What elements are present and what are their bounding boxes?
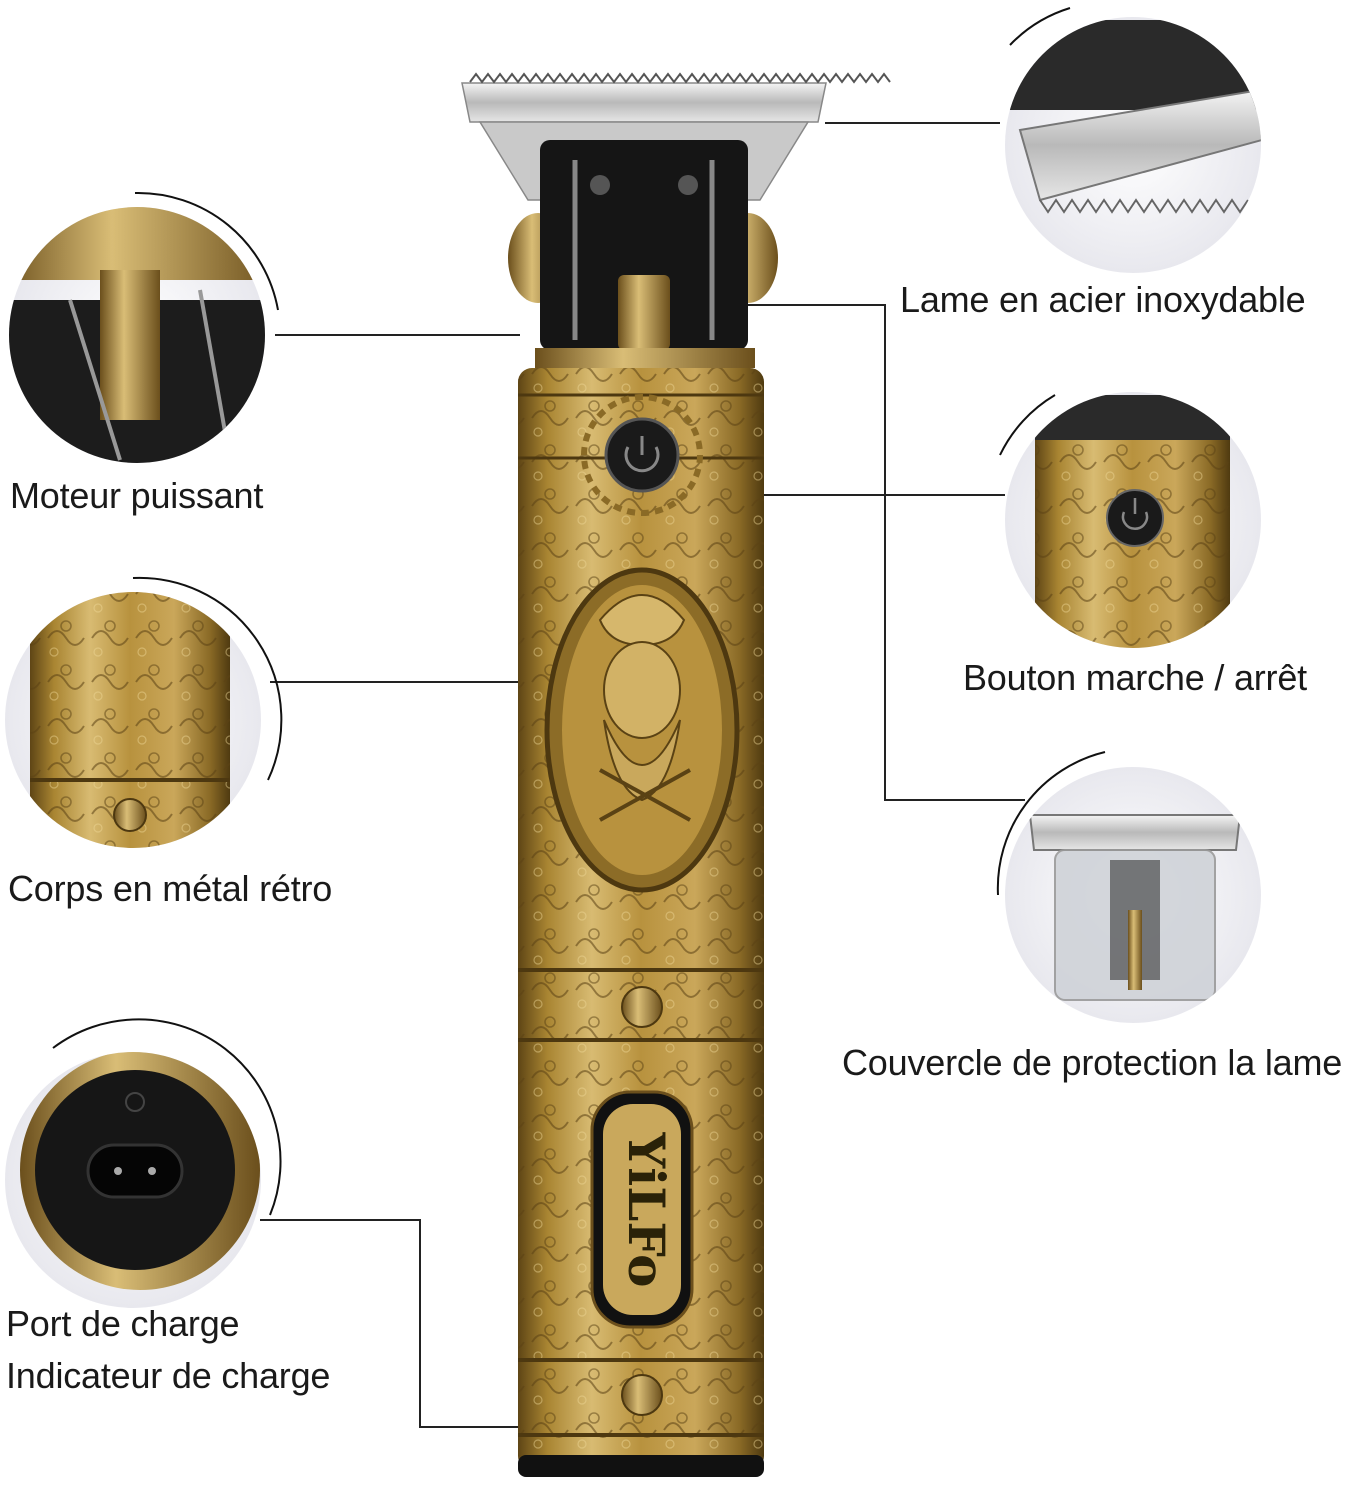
label-charging-port-line1: Port de charge xyxy=(6,1303,240,1344)
label-charging-port: Port de charge Indicateur de charge xyxy=(6,1298,330,1402)
label-blade-cover: Couvercle de protection la lame xyxy=(842,1037,1342,1089)
label-retro-body-text: Corps en métal rétro xyxy=(8,868,333,909)
motor-detail-image xyxy=(9,207,265,463)
label-charging-port-line2: Indicateur de charge xyxy=(6,1355,331,1397)
label-power-button: Bouton marche / arrêt xyxy=(963,652,1307,704)
button-detail-image xyxy=(1005,392,1261,648)
cover-detail-image xyxy=(1005,767,1261,1023)
brand-plate: YiLFo xyxy=(590,1090,694,1329)
trimmer: YiLFo xyxy=(461,72,891,1477)
barber-medallion xyxy=(544,567,740,893)
body-detail-image xyxy=(5,592,261,848)
label-powerful-motor-text: Moteur puissant xyxy=(10,475,264,516)
port-detail-image xyxy=(5,1052,261,1308)
callout-arcs xyxy=(52,7,1106,1216)
brand-logo: YiLFo xyxy=(617,1131,676,1287)
power-button xyxy=(581,394,703,516)
label-blade-cover-text: Couvercle de protection la lame xyxy=(842,1042,1343,1083)
label-stainless-blade-text: Lame en acier inoxydable xyxy=(900,279,1306,320)
head-mechanism xyxy=(508,140,778,368)
callout-lines xyxy=(260,122,1025,1428)
label-retro-body: Corps en métal rétro xyxy=(8,863,332,915)
blade-detail-image xyxy=(1005,17,1261,273)
label-power-button-text: Bouton marche / arrêt xyxy=(963,657,1307,698)
label-powerful-motor: Moteur puissant xyxy=(10,470,263,522)
label-stainless-blade: Lame en acier inoxydable xyxy=(900,274,1306,326)
